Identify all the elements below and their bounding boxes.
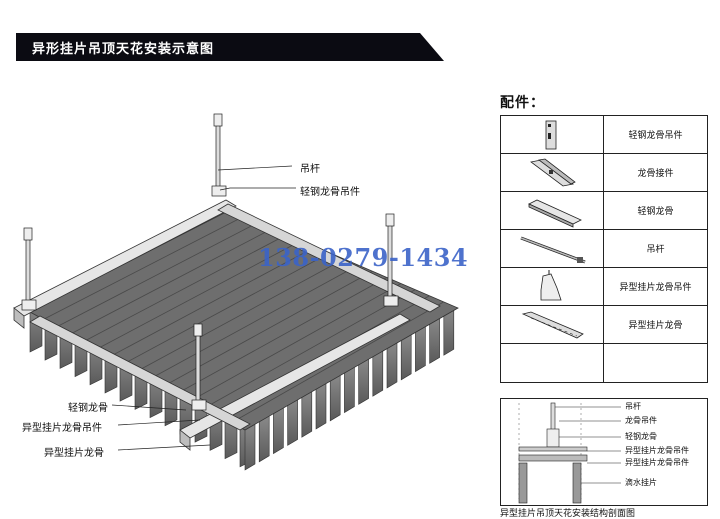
part-row: 异型挂片龙骨 bbox=[501, 306, 707, 344]
part-row: 轻钢龙骨 bbox=[501, 192, 707, 230]
label-rod: 吊杆 bbox=[300, 164, 320, 175]
parts-table: 轻钢龙骨吊件 龙骨接件 轻钢龙骨 吊杆 异型挂片龙骨吊件 异型挂片龙骨 bbox=[500, 115, 708, 383]
surface-stripe bbox=[70, 228, 273, 335]
surface-stripe bbox=[56, 221, 259, 328]
section-label: 滴水挂片 bbox=[625, 478, 657, 487]
section-drawing: 吊杆 龙骨吊件 轻钢龙骨 异型挂片龙骨吊件 异型挂片龙骨吊件 滴水挂片 bbox=[500, 398, 708, 506]
special-keel-hanger-icon bbox=[501, 268, 604, 305]
part-name: 轻钢龙骨吊件 bbox=[628, 131, 683, 141]
baffle-fin bbox=[415, 325, 426, 373]
part-name: 龙骨接件 bbox=[637, 169, 674, 179]
keel-connector-icon bbox=[501, 154, 604, 191]
section-label: 龙骨吊件 bbox=[625, 416, 657, 425]
baffle-fin bbox=[358, 357, 369, 405]
part-name: 轻钢龙骨 bbox=[637, 207, 674, 217]
baffle-fin bbox=[443, 308, 455, 356]
baffle-fin bbox=[429, 316, 440, 364]
label-special-keel-hanger: 异型挂片龙骨吊件 bbox=[22, 423, 102, 434]
keel-hanger-icon bbox=[501, 116, 604, 153]
surface-stripe bbox=[43, 215, 245, 320]
baffle-fin bbox=[344, 366, 355, 414]
part-name: 异型挂片龙骨 bbox=[628, 321, 683, 331]
surface-stripe bbox=[231, 301, 444, 423]
section-label: 轻钢龙骨 bbox=[625, 432, 657, 441]
baffle-fin bbox=[244, 423, 256, 471]
baffle-fin bbox=[301, 390, 313, 438]
surface-stripe bbox=[204, 289, 416, 409]
label-keel-hanger: 轻钢龙骨吊件 bbox=[300, 187, 360, 198]
baffle-fin bbox=[287, 398, 298, 446]
baffle-fin bbox=[329, 374, 341, 422]
parts-title: 配件： bbox=[500, 95, 545, 111]
suspension-rods bbox=[21, 113, 399, 411]
special-keel-icon bbox=[501, 306, 604, 343]
label-special-keel: 异型挂片龙骨 bbox=[44, 448, 104, 459]
baffle-fin bbox=[258, 415, 270, 463]
surface-stripe bbox=[83, 234, 288, 342]
steel-keel-icon bbox=[501, 192, 604, 229]
part-name: 吊杆 bbox=[646, 245, 665, 255]
baffle-fin bbox=[273, 407, 284, 455]
part-name bbox=[604, 344, 707, 382]
baffle-fin bbox=[386, 341, 398, 389]
part-name: 异型挂片龙骨吊件 bbox=[619, 283, 692, 293]
section-caption: 异型挂片吊顶天花安装结构剖面图 bbox=[500, 509, 636, 519]
surface-stripe bbox=[177, 277, 387, 394]
baffle-fin bbox=[372, 349, 384, 397]
label-light-steel-keel: 轻钢龙骨 bbox=[68, 403, 108, 414]
baffle-fin bbox=[400, 333, 412, 381]
part-row: 异型挂片龙骨吊件 bbox=[501, 268, 707, 306]
ceiling-installation-diagram bbox=[13, 113, 459, 471]
section-label: 异型挂片龙骨吊件 bbox=[625, 458, 689, 467]
surface-stripes bbox=[43, 215, 444, 423]
rod-icon bbox=[501, 230, 604, 267]
empty-cell bbox=[501, 344, 604, 382]
part-row: 吊杆 bbox=[501, 230, 707, 268]
part-row: 龙骨接件 bbox=[501, 154, 707, 192]
section-label: 异型挂片龙骨吊件 bbox=[625, 446, 689, 455]
part-row: 轻钢龙骨吊件 bbox=[501, 116, 707, 154]
page-title: 异形挂片吊顶天花安装示意图 bbox=[32, 42, 215, 57]
surface-stripe bbox=[110, 246, 316, 357]
surface-stripe bbox=[191, 283, 402, 401]
callout-leaders bbox=[111, 165, 296, 451]
surface-stripe bbox=[137, 258, 345, 372]
surface-stripe bbox=[97, 240, 302, 350]
baffle-fin bbox=[315, 382, 327, 430]
part-row-empty bbox=[501, 344, 707, 382]
surface-stripe bbox=[150, 264, 359, 379]
section-label: 吊杆 bbox=[625, 402, 641, 411]
title-banner: 异形挂片吊顶天花安装示意图 bbox=[16, 33, 444, 61]
title-banner-shape bbox=[16, 33, 444, 61]
phone-watermark: 138-0279-1434 bbox=[258, 243, 469, 272]
surface-stripe bbox=[123, 252, 330, 364]
section-graphic bbox=[518, 402, 621, 504]
